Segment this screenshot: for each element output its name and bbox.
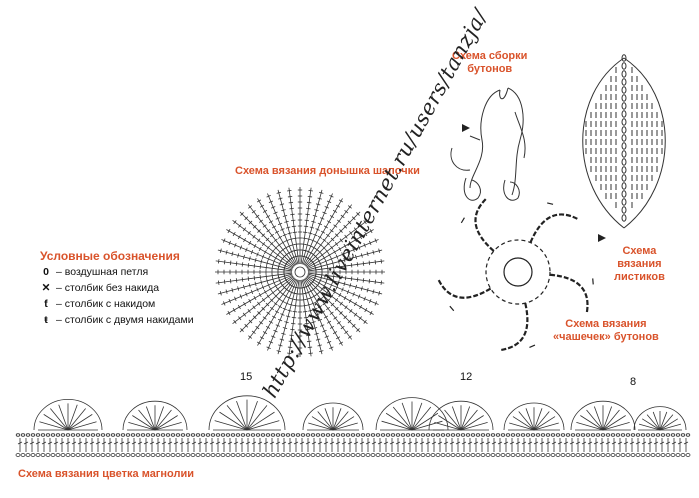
legend-item-tr: ŧ – столбик с двумя накидами: [40, 314, 194, 326]
legend-item-sc: ✕ – столбик без накида: [40, 282, 160, 294]
legend-item-label: – столбик с двумя накидами: [56, 314, 194, 326]
chain-stitch-icon: 0: [43, 266, 49, 278]
treble-crochet-icon: ŧ: [44, 314, 48, 326]
legend-title: Условные обозначения: [40, 249, 180, 263]
double-crochet-icon: ƭ: [44, 298, 48, 310]
leaf-title-line1: Схема: [622, 245, 657, 257]
magnolia-row-diagram: [15, 395, 691, 457]
bud-assembly-title: Схема сборки бутонов: [452, 50, 527, 76]
leaf-diagram: [582, 54, 666, 242]
cap-bottom-diagram: [215, 187, 385, 357]
count-label-8: 8: [630, 376, 637, 388]
legend-item-label: – столбик без накида: [56, 282, 160, 294]
single-crochet-icon: ✕: [41, 282, 51, 294]
leaf-title-line2: вязания: [617, 258, 662, 270]
cup-diagram: [437, 197, 594, 352]
legend-item-chain: 0 – воздушная петля: [40, 266, 148, 278]
leaf-title-line3: листиков: [614, 271, 665, 283]
bud-assembly-title-line2: бутонов: [467, 63, 513, 75]
cup-diagram-title: Схема вязания «чашечек» бутонов: [553, 318, 659, 344]
bud-assembly-title-line1: Схема сборки: [452, 50, 528, 62]
count-label-15: 15: [240, 371, 253, 383]
legend-item-dc: ƭ – столбик с накидом: [40, 298, 155, 310]
cap-diagram-title: Схема вязания донышка шапочки: [235, 165, 420, 177]
cup-title-line1: Схема вязания: [565, 318, 647, 330]
magnolia-diagram-title: Схема вязания цветка магнолии: [18, 468, 194, 480]
cup-title-line2: «чашечек» бутонов: [553, 331, 659, 343]
bud-assembly-diagram: [450, 87, 526, 201]
legend-item-label: – столбик с накидом: [56, 298, 156, 310]
count-label-12: 12: [460, 371, 473, 383]
legend-item-label: – воздушная петля: [56, 266, 149, 278]
leaf-diagram-title: Схема вязания листиков: [614, 245, 665, 284]
